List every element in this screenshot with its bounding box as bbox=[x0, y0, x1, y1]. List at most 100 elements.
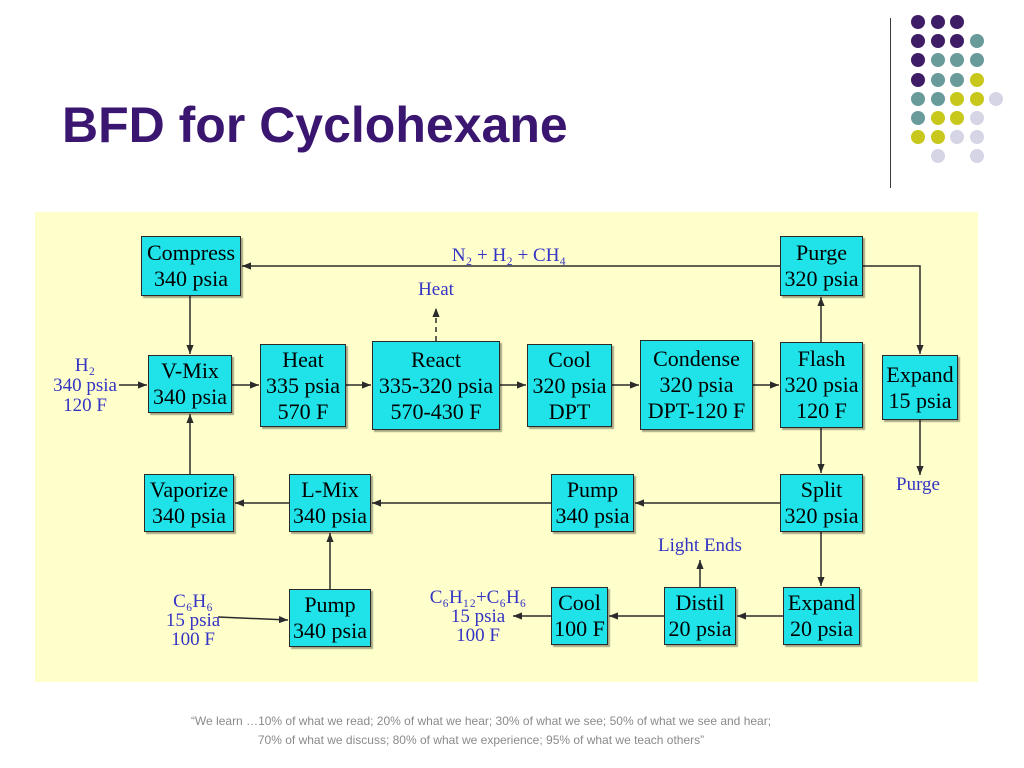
block-pump-recycle: Pump 340 psia bbox=[551, 474, 634, 532]
stream-pressure: 15 psia bbox=[450, 606, 506, 627]
block-name-label: React bbox=[410, 346, 462, 372]
decorative-dot bbox=[969, 72, 984, 87]
block-name-label: Split bbox=[800, 477, 843, 502]
decorative-dot bbox=[911, 15, 925, 29]
block-pressure-label: 340 psia bbox=[154, 266, 228, 291]
decorative-dot bbox=[950, 72, 964, 87]
stream-label-benzene-feed: C₆H₆ 15 psia 100 F bbox=[153, 592, 233, 649]
block-name-label: Pump bbox=[304, 592, 356, 617]
block-name-label: V-Mix bbox=[161, 358, 219, 383]
stream-label-hydrogen-feed: H₂ 340 psia 120 F bbox=[35, 356, 135, 416]
decorative-dot bbox=[930, 149, 945, 164]
decorative-dot bbox=[950, 111, 964, 125]
block-heat: Heat 335 psia 570 F bbox=[260, 344, 346, 427]
decorative-dot bbox=[930, 72, 945, 87]
block-condense: Condense 320 psia DPT-120 F bbox=[640, 340, 753, 430]
decorative-dot bbox=[950, 53, 964, 68]
stream-species: C₆H₆ bbox=[173, 591, 213, 612]
block-react: React 335-320 psia 570-430 F bbox=[372, 341, 500, 430]
block-pressure-label: 320 psia bbox=[784, 266, 859, 291]
decorative-dot bbox=[911, 130, 925, 145]
decorative-dot bbox=[950, 15, 964, 29]
block-pressure-label: 320 psia bbox=[659, 372, 734, 397]
decorative-dot bbox=[930, 91, 945, 106]
block-pressure-label: 340 psia bbox=[152, 503, 226, 528]
block-pressure-label: 340 psia bbox=[293, 503, 367, 528]
block-split: Split 320 psia bbox=[780, 474, 863, 532]
stream-pressure: 340 psia bbox=[53, 375, 117, 396]
decorative-dot bbox=[989, 91, 1003, 106]
decorative-dot bbox=[930, 111, 945, 125]
block-pressure-label: 15 psia bbox=[888, 387, 952, 413]
footer-quote-line: 70% of what we discuss; 80% of what we e… bbox=[257, 733, 705, 747]
block-name-label: Pump bbox=[566, 477, 619, 502]
block-pressure-label: 340 psia bbox=[153, 384, 227, 409]
decorative-dot bbox=[911, 91, 925, 106]
block-pressure-label: 340 psia bbox=[555, 503, 630, 528]
title-divider bbox=[890, 18, 891, 188]
arrow-purge-to-expand bbox=[863, 265, 924, 354]
block-name-label: Flash bbox=[797, 346, 846, 371]
block-name-label: Expand bbox=[886, 361, 954, 387]
decorative-dot bbox=[969, 91, 984, 106]
block-pressure-label: 320 psia bbox=[532, 372, 607, 398]
block-distil: Distil 20 psia bbox=[664, 587, 736, 645]
decorative-dot bbox=[969, 130, 984, 145]
block-expand-liquid: Expand 20 psia bbox=[783, 587, 860, 645]
block-pressure-label: 335-320 psia bbox=[378, 372, 494, 398]
decorative-dot bbox=[930, 130, 945, 145]
block-vaporize: Vaporize 340 psia bbox=[144, 474, 234, 532]
block-name-label: L-Mix bbox=[301, 477, 359, 502]
decorative-dot bbox=[930, 53, 945, 68]
block-name-label: Purge bbox=[796, 240, 847, 265]
block-pressure-label: 320 psia bbox=[784, 503, 859, 528]
block-name-label: Expand bbox=[787, 590, 856, 615]
decorative-dot bbox=[969, 111, 984, 125]
decorative-dot bbox=[950, 91, 964, 106]
block-name-label: Vaporize bbox=[149, 477, 229, 502]
block-v-mix: V-Mix 340 psia bbox=[148, 355, 232, 413]
block-l-mix: L-Mix 340 psia bbox=[289, 474, 371, 532]
stream-pressure: 15 psia bbox=[165, 610, 221, 631]
footer-quote-line: “We learn …10% of what we read; 20% of w… bbox=[190, 714, 772, 728]
decorative-dot bbox=[911, 53, 925, 68]
block-name-label: Cool bbox=[548, 346, 591, 372]
arrow-benzene-feed-to-pump bbox=[217, 616, 289, 624]
block-cool-reactor-effluent: Cool 320 psia DPT bbox=[527, 344, 612, 427]
block-pressure-label: 340 psia bbox=[293, 618, 367, 643]
block-temperature-label: 120 F bbox=[796, 398, 847, 423]
block-pressure-label: 335 psia bbox=[266, 372, 340, 398]
stream-label-purge: Purge bbox=[896, 474, 940, 495]
block-purge: Purge 320 psia bbox=[780, 236, 863, 296]
block-temperature-label: 100 F bbox=[554, 616, 605, 641]
block-name-label: Condense bbox=[653, 346, 740, 371]
slide-title: BFD for Cyclohexane bbox=[62, 97, 568, 153]
block-pressure-label: 20 psia bbox=[790, 616, 853, 641]
block-name-label: Heat bbox=[282, 346, 324, 372]
block-temperature-label: 570-430 F bbox=[390, 398, 482, 424]
block-temperature-label: DPT bbox=[548, 398, 591, 424]
block-name-label: Cool bbox=[558, 590, 601, 615]
stream-temperature: 100 F bbox=[456, 625, 500, 646]
stream-temperature: 120 F bbox=[63, 395, 107, 416]
decorative-dot bbox=[969, 53, 984, 68]
block-name-label: Distil bbox=[675, 590, 725, 615]
block-name-label: Compress bbox=[147, 240, 235, 265]
decorative-dot bbox=[911, 111, 925, 125]
decorative-dot bbox=[911, 72, 925, 87]
decorative-dot bbox=[950, 34, 964, 49]
decorative-dot-grid bbox=[911, 15, 1003, 169]
block-pump-feed: Pump 340 psia bbox=[289, 589, 371, 647]
block-cool-product: Cool 100 F bbox=[551, 587, 608, 645]
stream-temperature: 100 F bbox=[171, 629, 215, 650]
stream-label-recycle-gas: N₂ + H₂ + CH₄ bbox=[451, 245, 567, 266]
decorative-dot bbox=[930, 34, 945, 49]
decorative-dot bbox=[969, 149, 984, 164]
block-pressure-label: 320 psia bbox=[784, 372, 859, 397]
block-expand-purge: Expand 15 psia bbox=[882, 355, 958, 420]
stream-label-reactor-heat: Heat bbox=[418, 279, 454, 300]
decorative-dot bbox=[930, 15, 945, 29]
block-pressure-label: 20 psia bbox=[668, 616, 732, 641]
block-flash: Flash 320 psia 120 F bbox=[780, 342, 863, 428]
